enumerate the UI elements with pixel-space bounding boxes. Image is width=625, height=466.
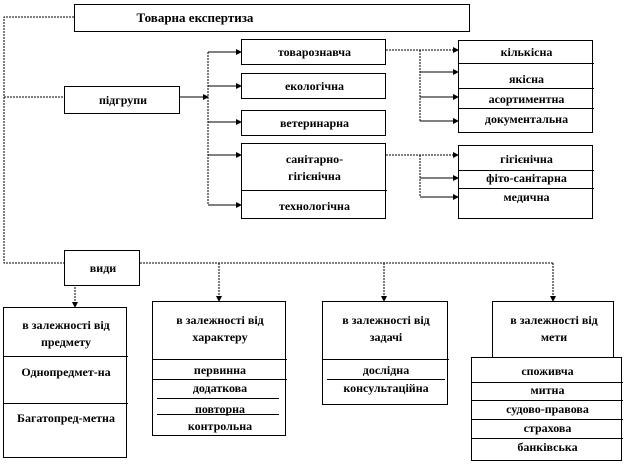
by-task-box: в залежності від задачі дослідна консуль… xyxy=(322,301,449,405)
type-row: асортиментна xyxy=(488,92,565,106)
by-subject-box: в залежності від предмету Однопредмет-на… xyxy=(3,307,128,458)
type-row: кількісна xyxy=(500,45,553,59)
by-goal-items-box: споживча митна судово-правова страхова б… xyxy=(471,357,623,461)
sanitary-types-box: гігієнічна фіто-санітарна медична xyxy=(458,145,594,219)
divider xyxy=(242,190,387,191)
title-label: Товарна експертиза xyxy=(136,10,254,25)
types-box: види xyxy=(64,250,140,286)
by-character-heading: в залежності від характеру xyxy=(176,313,264,344)
by-subject-heading: в залежності від предмету xyxy=(22,318,110,349)
types-label: види xyxy=(89,261,117,275)
subgroup-veterynarna: ветеринарна xyxy=(241,110,386,136)
type-row: документальна xyxy=(484,112,569,126)
by-goal-heading: в залежності від мети xyxy=(510,313,598,344)
subgroup-sanitarno-gigienichna: санітарно-гігієнічна технологічна xyxy=(241,143,387,219)
by-character-box: в залежності від характеру первинна дода… xyxy=(152,301,287,436)
subgroup-tovaroznavcha: товарознавча xyxy=(241,39,386,65)
by-goal-box: в залежності від мети xyxy=(492,301,614,359)
subgroups-label: підгрупи xyxy=(98,93,148,107)
by-task-heading: в залежності від задачі xyxy=(342,313,430,344)
subgroup-ekologichna: екологічна xyxy=(241,73,386,99)
subgroups-box: підгрупи xyxy=(64,86,180,114)
type-row: якісна xyxy=(509,72,544,86)
title-box: Товарна експертиза xyxy=(74,4,470,32)
tovaroznavcha-types-box: кількісна якісна асортиментна документал… xyxy=(458,40,594,133)
type-row: гігієнічна xyxy=(500,152,553,166)
type-row: фіто-санітарна xyxy=(486,171,567,185)
type-row: медична xyxy=(503,190,550,204)
